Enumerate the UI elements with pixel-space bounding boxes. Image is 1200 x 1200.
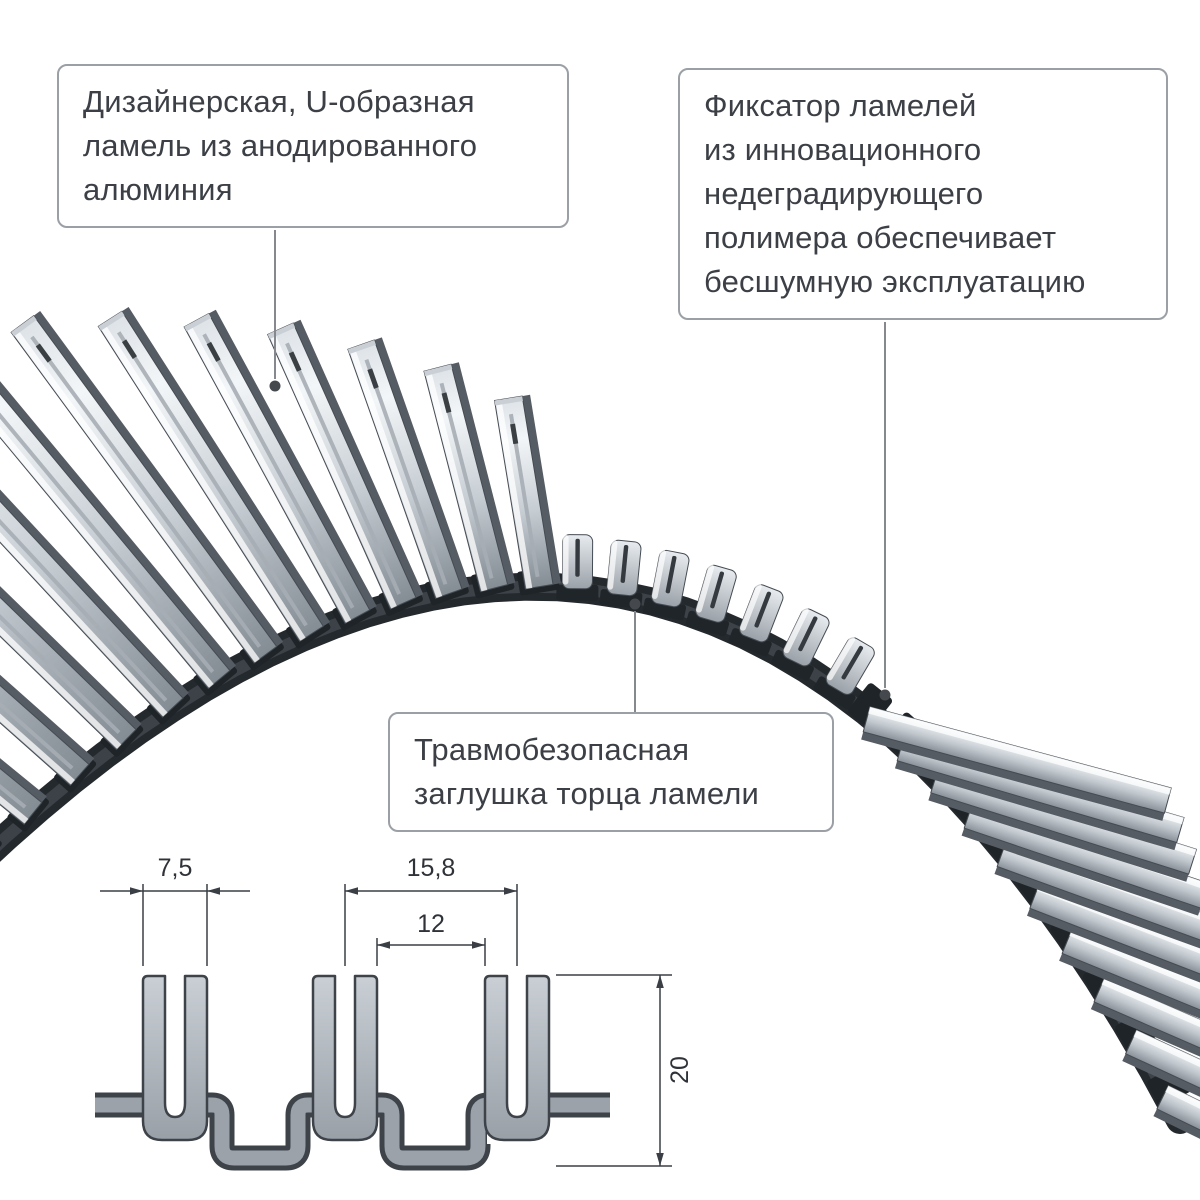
- crest-cap-1: [599, 539, 643, 609]
- stair-lamella-0: [861, 706, 1172, 821]
- fan-lamella-2: [0, 388, 97, 793]
- stair-lamella-8: [1122, 1029, 1200, 1123]
- callout-endcap: Травмобезопасная заглушка торца ламели: [388, 712, 834, 833]
- fan-lamella-9: [266, 319, 424, 616]
- crest-cap-5: [771, 607, 830, 681]
- callout-dot-lamella: [269, 380, 281, 392]
- callout-fixator: Фиксатор ламелей из инновационного недег…: [678, 68, 1168, 321]
- callout-dot-endcap: [629, 598, 641, 610]
- fan-lamella-3: [0, 361, 144, 757]
- crest-cap-6: [813, 636, 875, 710]
- fan-lamella-1: [0, 421, 49, 832]
- callout-connector-lamella: [269, 230, 281, 392]
- fan-lamella-5: [0, 321, 238, 696]
- fan-lamella-12: [493, 394, 561, 596]
- stair-lamella-9: [1153, 1084, 1200, 1171]
- crest-cap-2: [642, 549, 690, 621]
- crest-cap-0: [556, 534, 599, 601]
- callout-connector-endcap: [629, 598, 641, 714]
- dimension-drawing: 7,5 15,8 12 20: [95, 854, 694, 1171]
- dimension-lines: [100, 884, 672, 1167]
- dim-label-gap: 12: [417, 910, 445, 938]
- callout-dot-fixator: [879, 689, 891, 701]
- dim-label-height: 20: [666, 1056, 694, 1084]
- dim-label-width: 7,5: [158, 854, 193, 882]
- crest-cap-3: [685, 564, 737, 637]
- callout-connectors: [269, 230, 891, 714]
- fan-lamella-7: [97, 306, 331, 649]
- callout-lamella: Дизайнерская, U-образная ламель из аноди…: [57, 64, 569, 229]
- fan-lamella-10: [347, 337, 470, 606]
- dim-label-pitch: 15,8: [407, 854, 456, 882]
- fan-lamella-11: [423, 362, 516, 599]
- fan-lamella-6: [10, 310, 284, 671]
- fan-lamella-4: [0, 338, 191, 725]
- crest-cap-4: [728, 583, 784, 657]
- callout-connector-fixator: [879, 322, 891, 701]
- grille-illustration: [0, 306, 1200, 1171]
- stair-lamella-7: [1090, 977, 1200, 1076]
- fan-lamella-8: [183, 309, 377, 631]
